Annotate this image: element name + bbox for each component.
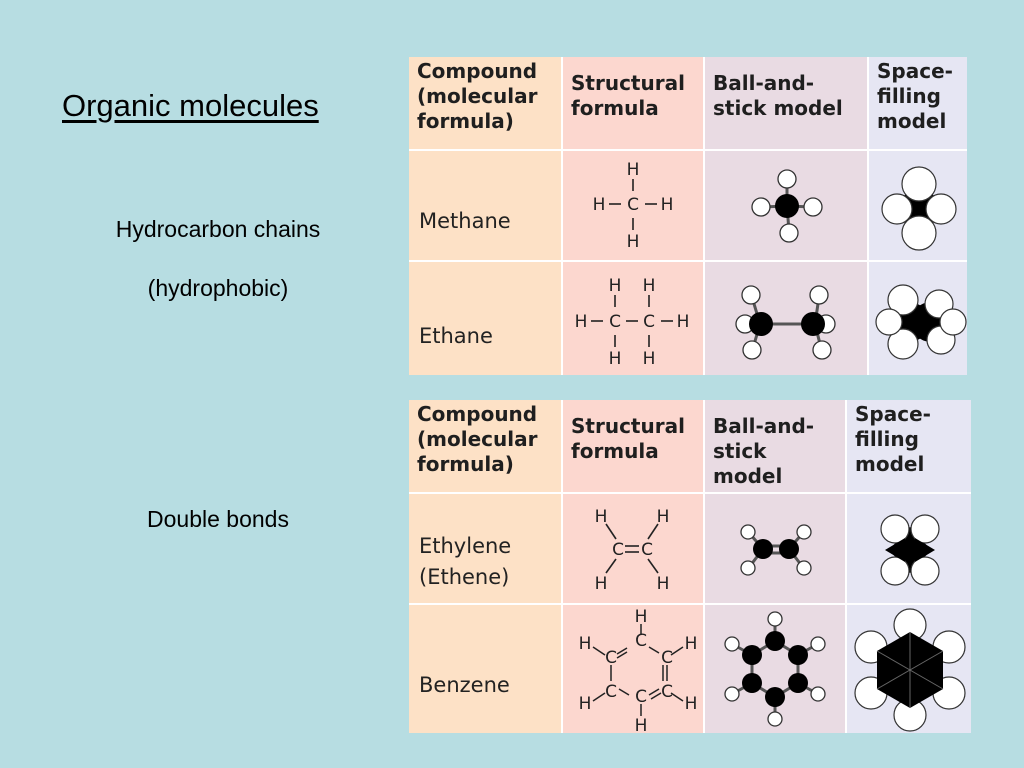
svg-text:H: H: [627, 160, 640, 180]
svg-text:C: C: [605, 682, 617, 702]
ethylene-ballstick-svg: [740, 524, 812, 576]
ethane-ball-stick-model: [703, 260, 867, 375]
svg-text:H: H: [677, 312, 690, 332]
svg-text:C: C: [635, 687, 647, 707]
ethylene-structural-formula: H H C C H H: [561, 492, 703, 603]
methane-space-filling-model: [867, 149, 967, 260]
svg-text:H: H: [595, 574, 608, 594]
svg-text:C: C: [641, 540, 653, 560]
svg-text:H: H: [627, 232, 640, 252]
benzene-compound-cell: Benzene C6H6: [409, 603, 561, 733]
svg-text:H: H: [593, 195, 606, 215]
ethane-space-filling-model: [867, 260, 967, 375]
ethylene-ball-stick-model: [703, 492, 845, 603]
ethane-compound-cell: Ethane C2H6: [409, 260, 561, 375]
methane-spacefill-svg: [881, 166, 957, 251]
header-ballstick: Ball-and- stick model: [703, 57, 867, 149]
svg-text:C: C: [612, 540, 624, 560]
label-double-bonds: Double bonds: [147, 506, 289, 532]
benzene-structural-formula: H C C C C C C H H H H H: [561, 603, 703, 733]
svg-text:H: H: [643, 276, 656, 296]
ethane-spacefill-svg: [875, 284, 967, 360]
ethane-name: Ethane: [419, 324, 493, 348]
header-spacefill-2: Space- filling model: [845, 400, 971, 492]
benzene-spacefill-svg: [854, 608, 966, 732]
double-bond-table: Compound (molecular formula) Structural …: [409, 400, 971, 733]
svg-text:C: C: [643, 312, 655, 332]
slide-title: Organic molecules: [62, 88, 319, 123]
svg-text:C: C: [635, 631, 647, 651]
svg-text:H: H: [575, 312, 588, 332]
benzene-name: Benzene: [419, 673, 510, 697]
ethylene-spacefill-svg: [880, 514, 940, 586]
benzene-structure-svg: H C C C C C C H H H H H: [579, 607, 698, 733]
svg-text:H: H: [685, 634, 698, 654]
svg-text:H: H: [661, 195, 674, 215]
methane-structural-formula: H C H H H: [561, 149, 703, 260]
svg-text:H: H: [657, 507, 670, 527]
methane-ballstick-svg: [751, 169, 823, 243]
label-hydrophobic: (hydrophobic): [147, 275, 289, 301]
svg-text:C: C: [605, 648, 617, 668]
header-compound: Compound (molecular formula): [409, 57, 561, 149]
svg-text:C: C: [661, 648, 673, 668]
methane-compound-cell: Methane CH4: [409, 149, 561, 260]
svg-text:H: H: [635, 716, 648, 733]
svg-text:C: C: [627, 195, 639, 215]
benzene-space-filling-model: [845, 603, 971, 733]
methane-name: Methane: [419, 209, 511, 233]
ethylene-name: Ethylene (Ethene): [419, 534, 512, 589]
methane-ball-stick-model: [703, 149, 867, 260]
svg-text:H: H: [579, 634, 592, 654]
svg-text:H: H: [657, 574, 670, 594]
benzene-ball-stick-model: [703, 603, 845, 733]
svg-text:H: H: [609, 349, 622, 369]
ethane-ballstick-svg: [735, 285, 836, 360]
svg-text:C: C: [661, 682, 673, 702]
hydrocarbon-table: Compound (molecular formula) Structural …: [409, 57, 967, 375]
label-hydrocarbon-chains: Hydrocarbon chains: [115, 216, 321, 242]
header-ballstick-2: Ball-and- stick model: [703, 400, 845, 492]
header-spacefill: Space- filling model: [867, 57, 967, 149]
ethylene-structure-svg: H H C C H H: [595, 507, 670, 594]
methane-structure-svg: H C H H H: [593, 160, 674, 252]
svg-text:H: H: [579, 694, 592, 714]
header-structural-2: Structural formula: [561, 400, 703, 492]
header-structural: Structural formula: [561, 57, 703, 149]
ethane-structure-svg: H H H C C H H H: [575, 276, 690, 369]
ethylene-space-filling-model: [845, 492, 971, 603]
ethylene-compound-cell: Ethylene (Ethene) C2H4: [409, 492, 561, 603]
svg-text:H: H: [635, 607, 648, 627]
svg-text:H: H: [643, 349, 656, 369]
svg-text:H: H: [685, 694, 698, 714]
benzene-ballstick-svg: [724, 611, 826, 727]
header-compound-2: Compound (molecular formula): [409, 400, 561, 492]
svg-text:H: H: [609, 276, 622, 296]
svg-text:H: H: [595, 507, 608, 527]
ethane-structural-formula: H H H C C H H H: [561, 260, 703, 375]
svg-text:C: C: [609, 312, 621, 332]
